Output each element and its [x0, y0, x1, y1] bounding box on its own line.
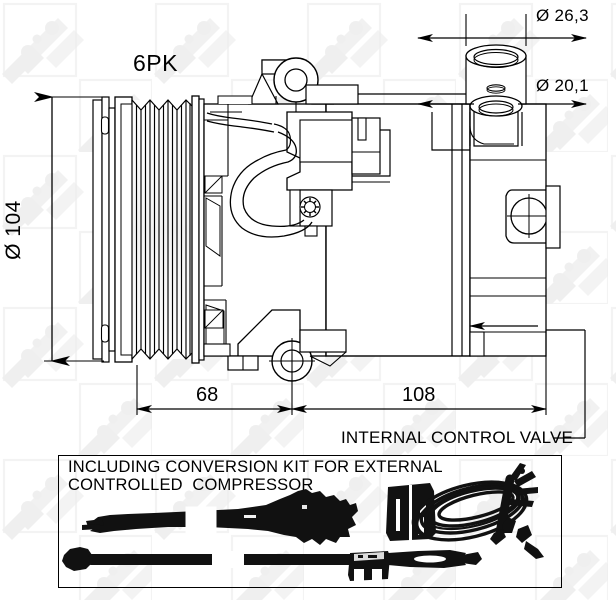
conversion-kit-note-line2: CONTROLLED COMPRESSOR [68, 475, 314, 494]
pulley-type-label: 6PK [133, 50, 178, 76]
lower-port-diameter-label: Ø 20,1 [536, 76, 589, 95]
front-length-dimension-label: 68 [196, 384, 219, 406]
conversion-kit-note: INCLUDING CONVERSION KIT FOR EXTERNAL CO… [68, 458, 443, 494]
rear-length-dimension-label: 108 [402, 384, 436, 406]
upper-port-diameter-label: Ø 26,3 [536, 6, 589, 25]
pulley-diameter-label: Ø 104 [1, 200, 25, 260]
internal-control-valve-label: INTERNAL CONTROL VALVE [341, 428, 574, 447]
conversion-kit-note-line1: INCLUDING CONVERSION KIT FOR EXTERNAL [68, 458, 443, 476]
